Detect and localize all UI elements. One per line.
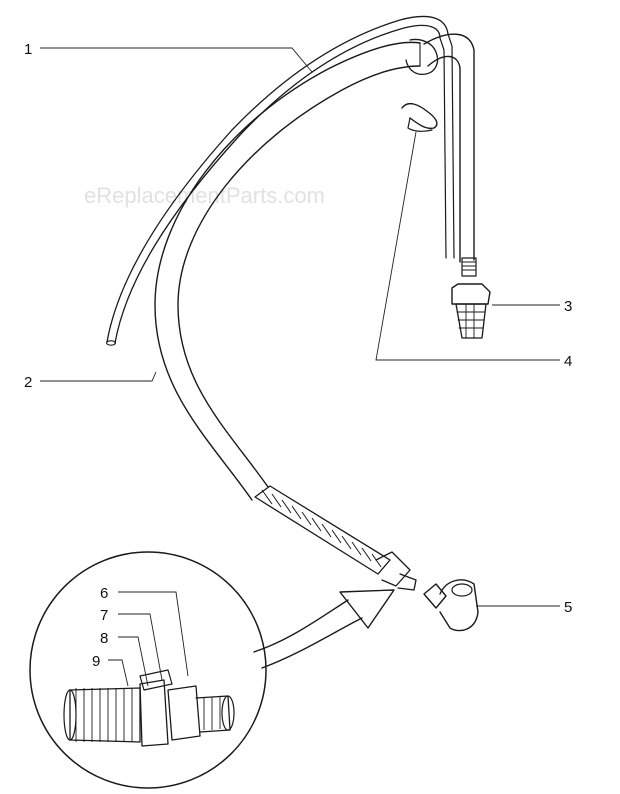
tube-thread: [461, 257, 477, 277]
inlet-strainer: [451, 283, 491, 339]
leader-lines: [40, 47, 560, 687]
callout-8: 8: [100, 630, 108, 647]
elbow-fitting: [423, 579, 479, 632]
callout-3: 3: [564, 298, 572, 315]
detail-arrow: [253, 589, 395, 669]
suction-hose: [154, 33, 477, 501]
callout-2: 2: [24, 374, 32, 391]
callout-4: 4: [564, 353, 572, 370]
callout-7: 7: [100, 607, 108, 624]
callout-9: 9: [92, 653, 100, 670]
corrugated-hose-end: [254, 485, 417, 591]
watermark-text: eReplacementParts.com: [84, 183, 325, 208]
hose-clip: [401, 102, 438, 132]
callout-6: 6: [100, 585, 108, 602]
callout-5: 5: [564, 599, 572, 616]
detail-view: [29, 551, 267, 789]
callout-1: 1: [24, 41, 32, 58]
return-tube: [105, 15, 455, 346]
